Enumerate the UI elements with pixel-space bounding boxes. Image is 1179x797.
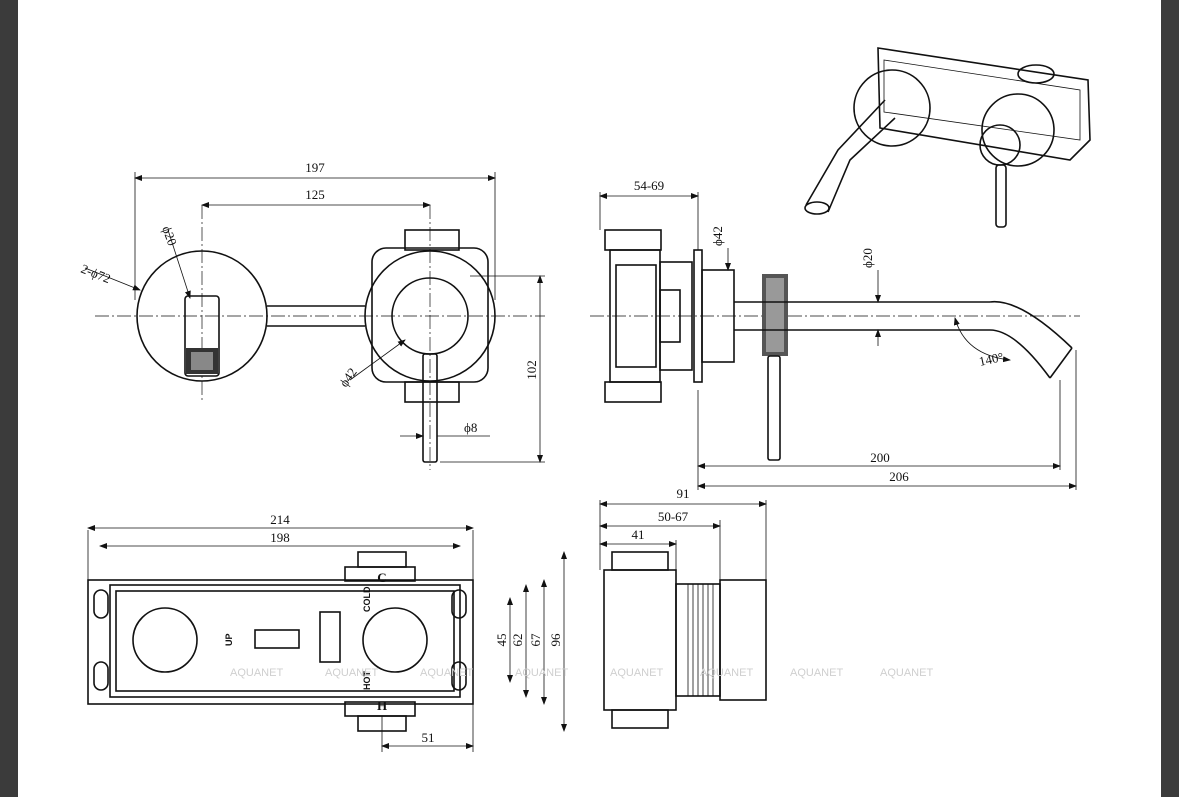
label-cold-top: C xyxy=(377,570,386,585)
dim-96: 96 xyxy=(548,633,563,647)
spout-rosette xyxy=(136,250,268,382)
watermark: AQUANET xyxy=(880,667,933,679)
box-outer-plate xyxy=(87,579,474,705)
box-right-port xyxy=(362,607,428,673)
watermark: AQUANET xyxy=(700,667,753,679)
dim-spout-diameter: ϕ20 xyxy=(159,224,180,248)
handle-rosette xyxy=(364,250,496,382)
label-up: UP xyxy=(224,633,234,646)
side-bottom-cap xyxy=(604,381,662,403)
dim-67: 67 xyxy=(528,633,543,647)
iso-mounting-box xyxy=(877,47,1091,161)
dim-125: 125 xyxy=(305,187,325,202)
box-frame xyxy=(109,584,461,698)
dim-41: 41 xyxy=(632,527,645,542)
dim-54-69: 54-69 xyxy=(634,178,664,193)
dim-102: 102 xyxy=(524,360,539,380)
dim-50-67: 50-67 xyxy=(658,509,689,524)
dim-200: 200 xyxy=(870,450,890,465)
iso-handle-rosette xyxy=(981,93,1055,167)
side-view: 54-69 ϕ42 ϕ20 140° 200 206 xyxy=(590,178,1080,490)
valve-top-cap xyxy=(404,229,460,251)
box-side-view: 91 50-67 41 xyxy=(599,486,767,729)
dim-206: 206 xyxy=(889,469,909,484)
valve-bottom-cap xyxy=(404,381,460,403)
dim-side-spout: ϕ20 xyxy=(860,248,875,268)
iso-lever xyxy=(995,164,1007,228)
dim-angle: 140° xyxy=(978,349,1005,369)
dim-91: 91 xyxy=(677,486,690,501)
dim-rosette-diameter: 2-ϕ72 xyxy=(79,261,113,286)
box-front-view: C H COLD HOT UP 214 198 45 62 67 96 51 xyxy=(87,512,567,752)
dim-197: 197 xyxy=(305,160,325,175)
side-top-cap xyxy=(604,229,662,251)
dim-51: 51 xyxy=(422,730,435,745)
watermark-strip: AQUANET AQUANET AQUANET AQUANET AQUANET … xyxy=(230,667,933,679)
handle-lever xyxy=(422,353,438,463)
side-lever xyxy=(767,355,781,461)
dim-198: 198 xyxy=(270,530,290,545)
watermark: AQUANET xyxy=(325,667,378,679)
spout-body xyxy=(184,295,220,377)
label-hot: HOT xyxy=(362,671,372,691)
label-hot-bottom: H xyxy=(377,698,387,713)
box-left-port xyxy=(132,607,198,673)
dim-214: 214 xyxy=(270,512,290,527)
dim-lever: ϕ8 xyxy=(464,420,477,435)
box-side-threads xyxy=(687,584,714,696)
valve-housing xyxy=(371,247,489,383)
drawing-sheet xyxy=(18,0,1161,797)
watermark: AQUANET xyxy=(515,667,568,679)
dim-62: 62 xyxy=(510,634,525,647)
label-cold: COLD xyxy=(362,586,372,612)
dim-45: 45 xyxy=(494,634,509,647)
watermark: AQUANET xyxy=(790,667,843,679)
iso-spout-rosette xyxy=(853,69,931,147)
iso-spout-tip xyxy=(804,201,830,215)
right-frame-border xyxy=(1161,0,1179,797)
watermark: AQUANET xyxy=(610,667,663,679)
isometric-view xyxy=(804,47,1091,228)
dim-handle-rosette: ϕ42 xyxy=(336,365,360,390)
box-side-body xyxy=(603,569,677,711)
watermark: AQUANET xyxy=(420,667,473,679)
front-view: 197 125 2-ϕ72 ϕ20 ϕ42 102 ϕ8 xyxy=(79,160,545,470)
left-frame-border xyxy=(0,0,18,797)
watermark: AQUANET xyxy=(230,667,283,679)
dim-side-rosette: ϕ42 xyxy=(710,226,725,246)
